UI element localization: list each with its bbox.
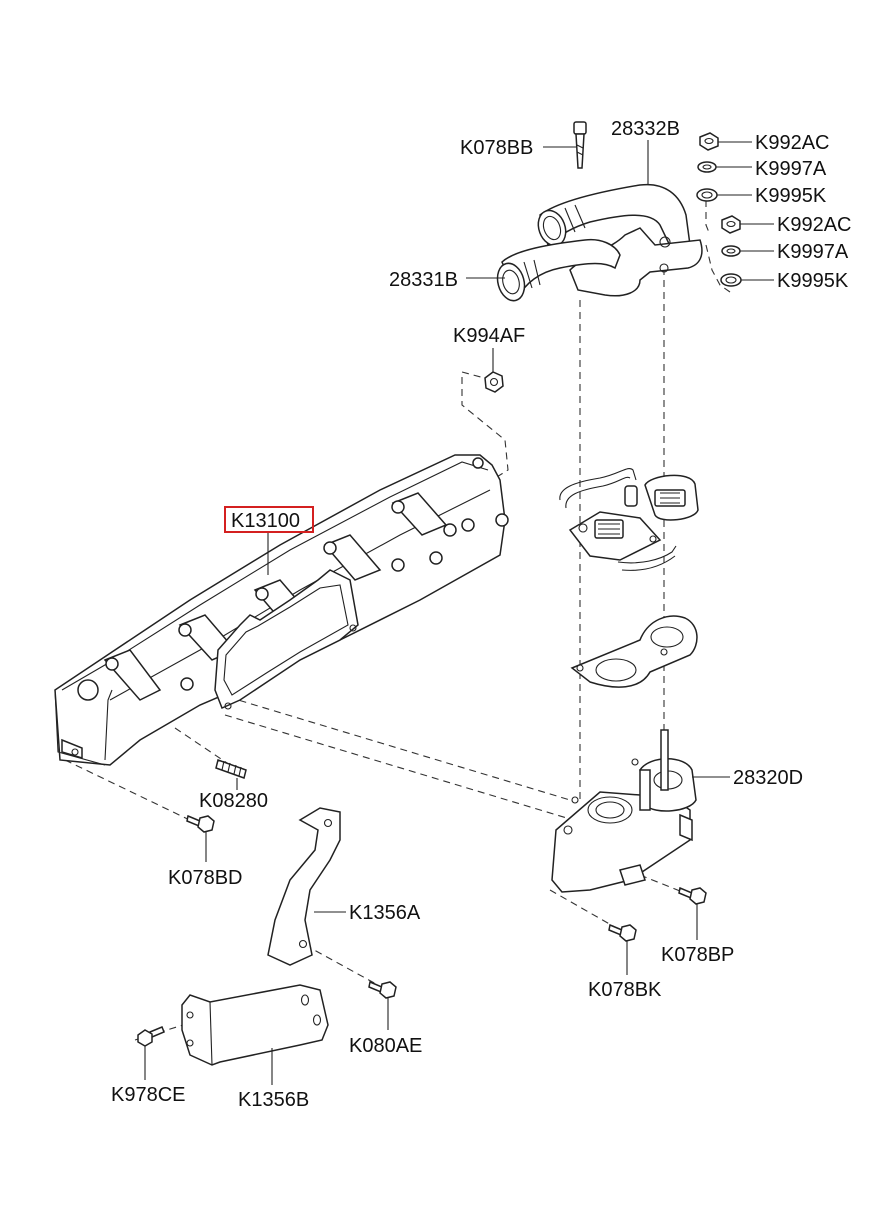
label-k13100[interactable]: K13100 [231, 510, 300, 532]
bolt-k080ae [368, 980, 397, 999]
bracket-k1356b [181, 984, 329, 1066]
manifold-runners [103, 457, 509, 701]
intake-manifold-k13100 [54, 454, 509, 766]
washer-k9995k-2 [720, 273, 742, 287]
nut-k994af [484, 371, 504, 393]
nut-k992ac-2 [721, 215, 741, 234]
bolt-k078bb [573, 121, 587, 169]
egr-gasket [570, 615, 698, 688]
bolt-k078bp [678, 886, 707, 905]
label-k992ac-1[interactable]: K992AC [755, 132, 830, 154]
label-k9995k-2[interactable]: K9995K [777, 270, 849, 292]
label-28331b[interactable]: 28331B [389, 269, 458, 291]
label-28332b[interactable]: 28332B [611, 118, 680, 140]
label-28320d[interactable]: 28320D [733, 767, 803, 789]
label-k9997a-2[interactable]: K9997A [777, 241, 849, 263]
label-k9997a-1[interactable]: K9997A [755, 158, 827, 180]
label-k078bk[interactable]: K078BK [588, 979, 662, 1001]
label-k1356a[interactable]: K1356A [349, 902, 421, 924]
bracket-k1356a [267, 807, 341, 966]
label-k078bp[interactable]: K078BP [661, 944, 734, 966]
part-labels: K078BB 28332B K992AC K9997A K9995K K992A… [111, 118, 852, 1111]
washer-k9995k-1 [696, 188, 718, 202]
egr-adapter-28320d [551, 729, 697, 893]
label-k078bb[interactable]: K078BB [460, 137, 533, 159]
label-k994af[interactable]: K994AF [453, 325, 525, 347]
washer-k9997a-1 [697, 161, 717, 173]
egr-valve [559, 468, 699, 571]
egr-pipe-assembly [496, 183, 703, 302]
label-k078bd[interactable]: K078BD [168, 867, 243, 889]
label-k080ae[interactable]: K080AE [349, 1035, 422, 1057]
label-k978ce[interactable]: K978CE [111, 1084, 186, 1106]
leader-lines [144, 140, 774, 1085]
label-k9995k-1[interactable]: K9995K [755, 185, 827, 207]
label-k1356b[interactable]: K1356B [238, 1089, 309, 1111]
stud-k08280 [215, 759, 247, 779]
label-k992ac-2[interactable]: K992AC [777, 214, 852, 236]
label-k08280[interactable]: K08280 [199, 790, 268, 812]
bolt-k078bk [608, 923, 637, 942]
bolt-k078bd [186, 814, 215, 833]
nut-k992ac-1 [699, 132, 719, 151]
bolt-k978ce [137, 1026, 165, 1047]
highlight-box-k13100 [224, 506, 314, 533]
washer-k9997a-2 [721, 245, 741, 257]
